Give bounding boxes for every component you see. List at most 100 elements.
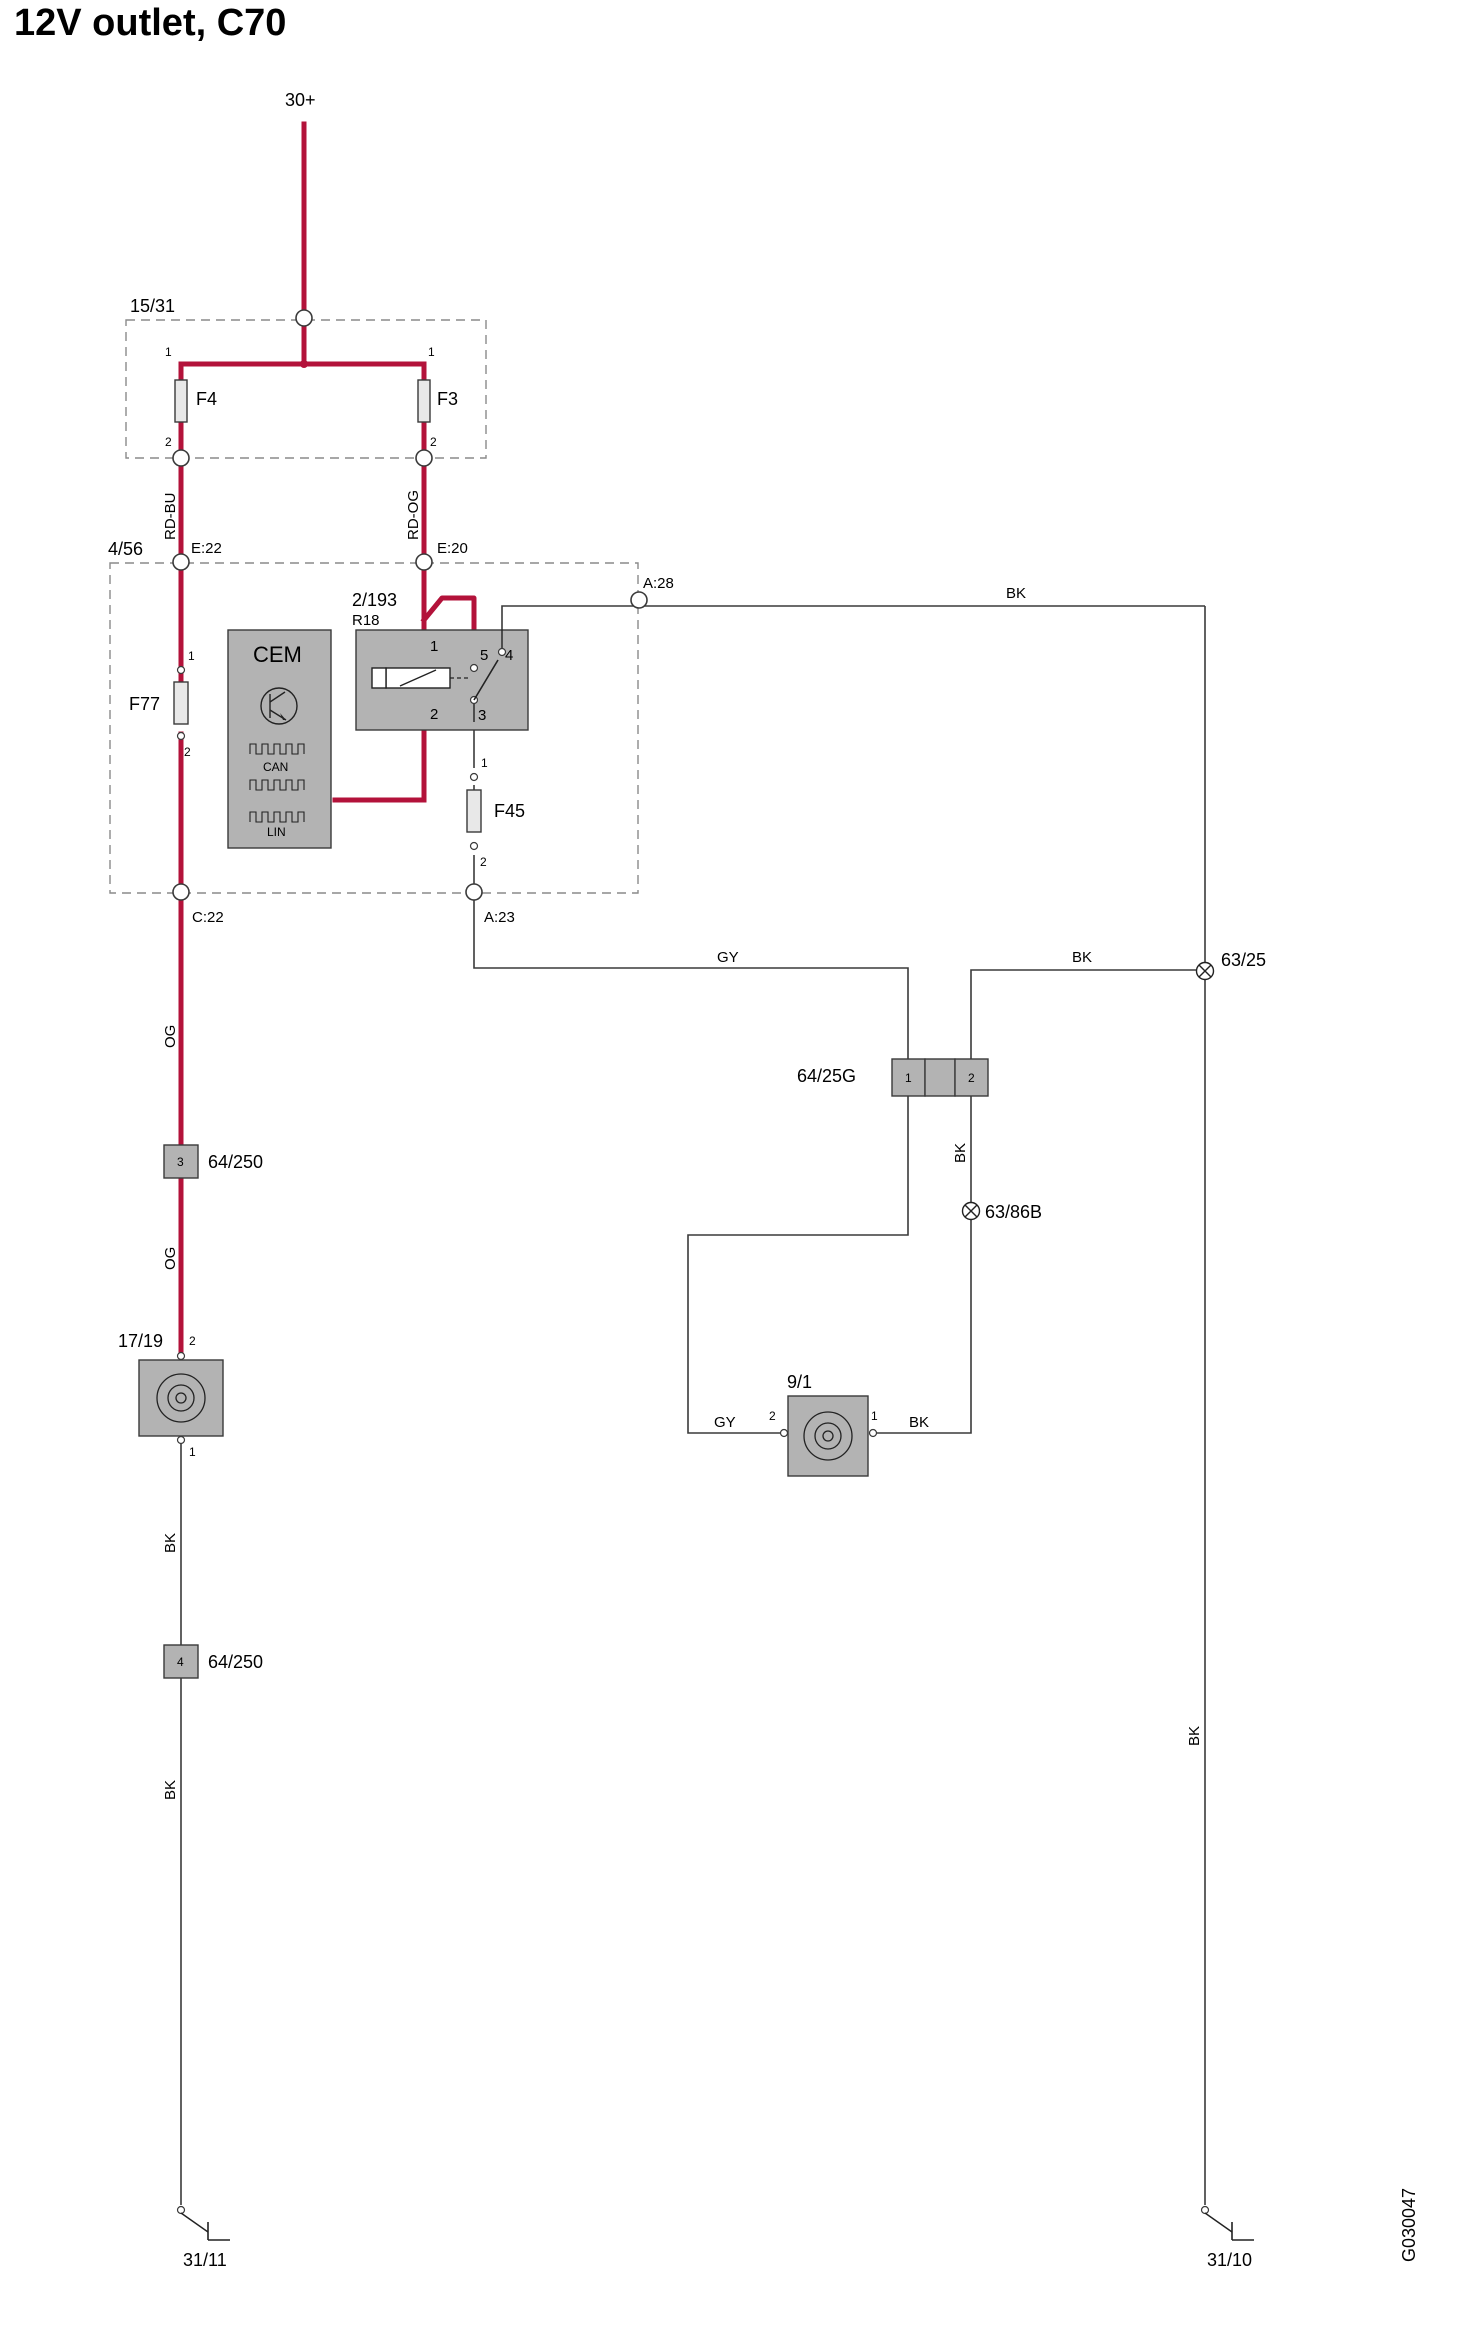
f45-pin2: 2: [480, 855, 487, 869]
wire-label-bk-lamp: BK: [909, 1414, 929, 1431]
thin-wires: [180, 605, 1206, 2205]
relay-label: 2/193: [352, 590, 397, 610]
lamp-label: 9/1: [787, 1372, 812, 1392]
f45-pin1: 1: [481, 756, 488, 770]
f77-pin2-dot: [176, 731, 186, 741]
fuse-f4-label: F4: [196, 389, 217, 409]
cem-box-label: 4/56: [108, 539, 143, 559]
cem-box-border: [109, 562, 639, 894]
connection-nodes: [172, 309, 648, 901]
connector-64-25g-mid: [924, 1058, 956, 1097]
node-supply: [295, 309, 313, 327]
wire-label-bk-3: BK: [952, 1143, 969, 1163]
relay-switch: [469, 628, 507, 722]
f3-pin1: 1: [428, 345, 435, 359]
node-e22: [172, 553, 190, 571]
wire-label-gy-lamp: GY: [714, 1414, 736, 1431]
lamp-pin1: 1: [871, 1409, 878, 1423]
lamp-block: [787, 1395, 869, 1477]
fuse-f77-label: F77: [129, 694, 160, 714]
splice-63-25-label: 63/25: [1221, 950, 1266, 970]
wire-label-og-2: OG: [162, 1247, 179, 1270]
fuse-f45-label: F45: [494, 801, 525, 821]
document-id: G030047: [1399, 2188, 1419, 2262]
cem-module-label: CEM: [253, 642, 302, 667]
relay-coil-end: [371, 667, 387, 689]
connector-64-25g-label: 64/25G: [797, 1066, 856, 1086]
relay-id: R18: [352, 612, 380, 629]
node-c22: [172, 883, 190, 901]
connector-64-250-pin4: [163, 1644, 199, 1679]
ground-31-10-icon: [1200, 2205, 1254, 2241]
f3-pin2: 2: [430, 435, 437, 449]
connector-64-25g-pin2: [954, 1058, 989, 1097]
splice-63-86b-icon: [961, 1201, 981, 1221]
pin-c22: C:22: [192, 909, 224, 926]
f45-pin1-dot: [469, 772, 479, 782]
fuse-f77: [173, 681, 189, 725]
relay-coil-diag: [399, 669, 437, 687]
lin-label: LIN: [267, 825, 286, 839]
f77-pin2: 2: [184, 745, 191, 759]
node-f3-2: [415, 449, 433, 467]
socket-icon: [156, 1373, 206, 1423]
connector-64-250-pin4-num: 4: [177, 1655, 184, 1669]
splice-63-86b-label: 63/86B: [985, 1202, 1042, 1222]
connector-64-250-pin3-label: 64/250: [208, 1152, 263, 1172]
supply-label: 30+: [285, 90, 316, 110]
f4-pin1: 1: [165, 345, 172, 359]
node-a28: [630, 591, 648, 609]
wire-label-rd-bu: RD-BU: [162, 493, 179, 541]
f45-pin2-dot: [469, 841, 479, 851]
fusebox-label: 15/31: [130, 296, 175, 316]
outlet-label: 17/19: [118, 1331, 163, 1351]
wire-label-bk-2: BK: [162, 1780, 179, 1800]
outlet-pin2-dot: [176, 1351, 186, 1361]
f77-pin1: 1: [188, 649, 195, 663]
page-title: 12V outlet, C70: [14, 2, 287, 44]
fuse-f3-label: F3: [437, 389, 458, 409]
pin-a23: A:23: [484, 909, 515, 926]
relay-pin1: 1: [430, 638, 438, 655]
socket-icon-lamp: [803, 1411, 853, 1461]
node-a23: [465, 883, 483, 901]
wire-label-bk-1: BK: [162, 1533, 179, 1553]
lamp-pin1-dot: [868, 1428, 878, 1438]
pin-e22: E:22: [191, 540, 222, 557]
wire-label-rd-og: RD-OG: [405, 490, 422, 540]
relay-pin4: 4: [505, 647, 513, 664]
can-label: CAN: [263, 760, 288, 774]
relay-pin3: 3: [478, 707, 486, 724]
outlet-12v: [138, 1359, 224, 1437]
pin-e20: E:20: [437, 540, 468, 557]
f77-pin1-dot: [176, 665, 186, 675]
connector-64-250-pin4-label: 64/250: [208, 1652, 263, 1672]
outlet-pin1-dot: [176, 1435, 186, 1445]
fuse-f3: [417, 379, 431, 423]
junction-dot: [300, 360, 308, 368]
connector-64-25g-num1: 1: [905, 1071, 912, 1085]
relay-pin2: 2: [430, 706, 438, 723]
lamp-pin2-dot: [779, 1428, 789, 1438]
wire-label-bk-top: BK: [1006, 585, 1026, 602]
fuse-f45: [466, 789, 482, 833]
ground-31-11-icon: [176, 2205, 230, 2241]
connector-64-250-pin3: [163, 1144, 199, 1179]
fuse-f4: [174, 379, 188, 423]
wire-label-bk-mid: BK: [1072, 949, 1092, 966]
node-f4-2: [172, 449, 190, 467]
wire-label-bk-4: BK: [1186, 1726, 1203, 1746]
wire-label-gy-mid: GY: [717, 949, 739, 966]
relay-pin5: 5: [480, 647, 488, 664]
pulse-wave-icon: [249, 743, 305, 823]
wire-label-og-1: OG: [162, 1025, 179, 1048]
splice-63-25-icon: [1195, 961, 1215, 981]
node-e20: [415, 553, 433, 571]
connector-64-250-pin3-num: 3: [177, 1155, 184, 1169]
ground-31-10-label: 31/10: [1207, 2250, 1252, 2270]
pin-a28: A:28: [643, 575, 674, 592]
lamp-pin2: 2: [769, 1409, 776, 1423]
outlet-pin2: 2: [189, 1334, 196, 1348]
f4-pin2: 2: [165, 435, 172, 449]
